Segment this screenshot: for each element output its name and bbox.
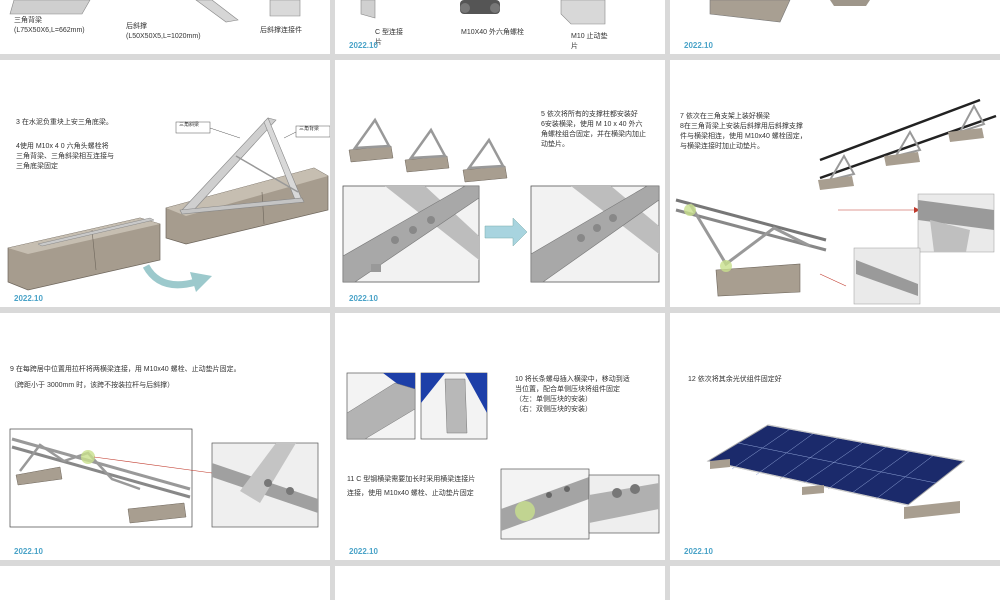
support-3 <box>462 137 508 183</box>
tie-rod-illustration <box>9 428 319 528</box>
slide-1: 三角背梁(L75X50X6,L=662mm) 后斜撑(L50X50X5,L=10… <box>0 0 330 54</box>
step-11-text: 11 C 型钢横梁需要加长时采用横梁连接片 连接，使用 M10x40 螺栓、止动… <box>347 476 476 498</box>
slide-date: 2022.10 <box>349 41 378 50</box>
part-label-washer: M10 止动垫片 <box>571 33 608 51</box>
parts-illustration <box>9 0 301 23</box>
block-illustration <box>709 0 870 23</box>
part-label-c-plate: C 型连接片 <box>375 29 403 47</box>
slide-3: 2022.10 <box>670 0 1000 54</box>
callout-back-beam: 三角背梁 <box>299 126 320 132</box>
slide-date: 2022.10 <box>14 294 43 303</box>
support-1 <box>348 117 394 163</box>
part-label-bolt: M10X40 外六角螺栓 <box>461 29 525 36</box>
pv-array-illustration <box>706 424 966 519</box>
part-label-back-beam: 三角背梁(L75X50X6,L=662mm) <box>14 17 85 35</box>
slide-11 <box>335 566 665 600</box>
crossbeam-illustration <box>675 98 997 305</box>
step-9-text: 9 在每跨居中位置用拉杆将两横梁连接，用 M10x40 螺栓、止动垫片固定。 （… <box>10 366 241 390</box>
step-10-text: 10 将长条螺母插入横梁中，移动到适 当位置，配合单侧压块将组件固定 （左：单侧… <box>515 376 630 414</box>
slide-2: C 型连接片 M10X40 外六角螺栓 M10 止动垫片 2022.10 <box>335 0 665 54</box>
slide-4: 3 在水泥负重块上安三角底梁。 4使用 M10x 4 0 六角头螺栓将三角背梁、… <box>0 60 330 307</box>
slide-7: 9 在每跨居中位置用拉杆将两横梁连接，用 M10x40 螺栓、止动垫片固定。 （… <box>0 313 330 560</box>
slide-date: 2022.10 <box>349 547 378 556</box>
slide-9: 12 依次将其余光伏组件固定好 2022.10 <box>670 313 1000 560</box>
step-12-text: 12 依次将其余光伏组件固定好 <box>688 376 782 383</box>
slide-date: 2022.10 <box>14 547 43 556</box>
slide-date: 2022.10 <box>684 41 713 50</box>
support-2 <box>404 127 450 173</box>
supports-illustration <box>342 117 660 283</box>
slide-12 <box>670 566 1000 600</box>
slide-8: 10 将长条螺母插入横梁中，移动到适 当位置，配合单侧压块将组件固定 （左：单侧… <box>335 313 665 560</box>
step-4-text: 4使用 M10x 4 0 六角头螺栓将三角背梁、三角斜梁相互连接与三角底梁固定 <box>16 143 114 171</box>
slide-date: 2022.10 <box>349 294 378 303</box>
part-label-brace-connector: 后斜撑连接件 <box>260 27 302 34</box>
callout-oblique-beam: 三角斜梁 <box>179 122 200 128</box>
part-label-rear-brace: 后斜撑(L50X50X5,L=1020mm) <box>126 23 201 41</box>
slide-date: 2022.10 <box>684 547 713 556</box>
slide-10 <box>0 566 330 600</box>
step-3-text: 3 在水泥负重块上安三角底梁。 <box>16 119 113 126</box>
hardware-illustration <box>360 0 606 25</box>
clamp-illustration <box>346 372 660 540</box>
triangle-frame-illustration <box>7 117 330 292</box>
